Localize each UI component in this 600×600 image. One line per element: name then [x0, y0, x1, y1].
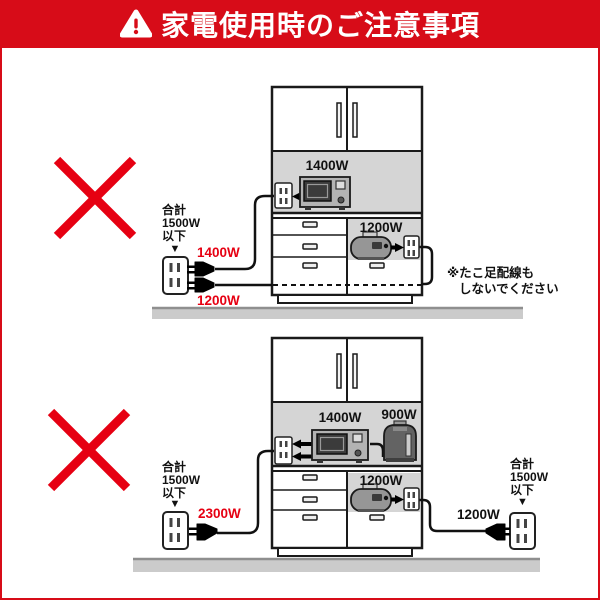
built-in-outlet-bottom-right	[391, 487, 420, 511]
floor-bottom	[133, 557, 540, 572]
plug-1400w	[187, 261, 215, 277]
plug-1200w-right	[485, 523, 510, 541]
plug-top-wattage: 1400W	[197, 245, 240, 260]
total-limit-line1: 合計	[162, 203, 187, 217]
total-limit-line3: 以下	[510, 483, 535, 497]
total-limit-line1: 合計	[162, 460, 187, 474]
rice-cooker-plug-arrow	[391, 495, 404, 504]
down-arrow-icon: ▼	[169, 498, 181, 510]
total-limit-line3: 以下	[162, 229, 187, 243]
plug-bottom-wattage: 1200W	[197, 293, 240, 308]
microwave-wattage: 1400W	[318, 410, 362, 425]
rice-cooker-plug-arrow	[391, 243, 404, 252]
total-limit-line2: 1500W	[162, 473, 201, 487]
floor-top	[152, 306, 523, 319]
total-limit-line1: 合計	[510, 457, 535, 471]
octopus-wiring-note-line2: しないでください	[459, 282, 559, 296]
microwave-wattage: 1400W	[305, 158, 349, 173]
left-plug-wattage: 2300W	[198, 506, 241, 521]
total-limit-line2: 1500W	[162, 216, 201, 230]
down-arrow-icon: ▼	[169, 243, 181, 255]
pot-wattage: 900W	[381, 407, 417, 422]
rice-cooker-wattage: 1200W	[359, 220, 403, 235]
total-limit-line2: 1500W	[510, 470, 549, 484]
pot-plug-arrow	[292, 452, 312, 461]
microwave-top-graphic	[299, 176, 351, 210]
built-in-outlet-top-right	[391, 235, 420, 259]
rice-cooker-wattage: 1200W	[359, 473, 403, 488]
scenario-top-illustration	[53, 85, 523, 319]
plug-1200w	[187, 277, 215, 293]
wall-outlet-bottom-right	[509, 512, 536, 550]
page-title: 家電使用時のご注意事項	[160, 10, 480, 41]
built-in-outlet-bottom-left	[274, 436, 312, 465]
prohibited-cross-icon	[47, 408, 131, 492]
microwave-bottom-graphic	[311, 429, 369, 463]
scenario-bottom-illustration	[47, 336, 540, 572]
right-plug-wattage: 1200W	[457, 507, 500, 522]
power-cords-bottom	[217, 442, 486, 535]
power-cords-top	[215, 194, 434, 287]
plug-2300w	[189, 523, 218, 541]
electric-pot-graphic	[383, 420, 417, 462]
rice-cooker-bottom-graphic	[350, 483, 392, 512]
wall-outlet-bottom-left	[162, 511, 189, 550]
down-arrow-icon: ▼	[517, 496, 528, 508]
header-banner: 家電使用時のご注意事項	[0, 0, 600, 48]
microwave-plug-arrow	[292, 439, 312, 449]
prohibited-cross-icon	[53, 156, 137, 240]
warning-triangle-icon	[119, 9, 152, 38]
total-limit-line3: 以下	[162, 486, 187, 500]
wall-outlet-top	[162, 256, 189, 295]
octopus-wiring-note-line1: ※たこ足配線も	[447, 266, 535, 280]
